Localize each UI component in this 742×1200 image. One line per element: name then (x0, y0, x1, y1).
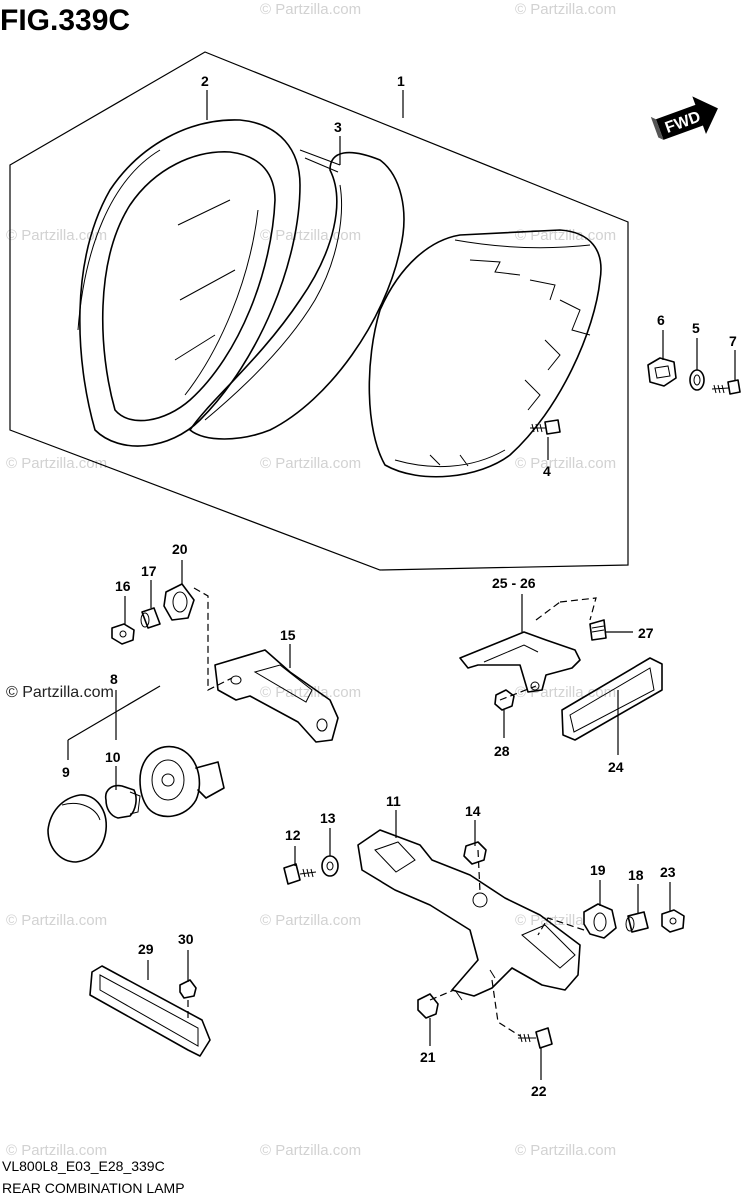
callout-14: 14 (465, 803, 481, 819)
callout-3: 3 (334, 119, 342, 135)
callout-19: 19 (590, 862, 606, 878)
part-6-grommet (647, 357, 677, 387)
watermark: © Partzilla.com (515, 684, 616, 701)
part-30-nut (179, 979, 197, 999)
callout-8: 8 (110, 671, 118, 687)
callout-30: 30 (178, 931, 194, 947)
callout-15: 15 (280, 627, 296, 643)
callout-18: 18 (628, 867, 644, 883)
callout-2: 2 (201, 73, 209, 89)
part-10-bulb (104, 784, 141, 819)
part-18-collar (625, 911, 649, 933)
callout-27: 27 (638, 625, 654, 641)
callout-21: 21 (420, 1049, 436, 1065)
part-9-lens (47, 794, 107, 863)
watermark: © Partzilla.com (6, 912, 107, 929)
callout-labels: 1 2 3 4 5 6 7 8 9 10 11 12 13 14 15 16 1… (62, 73, 737, 1099)
part-24-reflector (561, 657, 663, 741)
part-23-nut (661, 909, 685, 933)
part-12-bolt (283, 863, 317, 885)
part-7-screw (711, 379, 741, 395)
watermark: © Partzilla.com (260, 912, 361, 929)
watermark: © Partzilla.com (6, 1142, 107, 1159)
figure-name: REAR COMBINATION LAMP (2, 1180, 185, 1196)
part-21-cap-nut (417, 993, 439, 1019)
part-28-nut (494, 689, 515, 711)
watermark: © Partzilla.com (260, 1, 361, 18)
callout-24: 24 (608, 759, 624, 775)
part-27-screw (589, 619, 607, 641)
part-17-collar (140, 607, 161, 629)
part-13-washer (321, 855, 339, 877)
figure-code: VL800L8_E03_E28_339C (2, 1158, 165, 1174)
leader-lines (67, 90, 736, 1080)
callout-23: 23 (660, 864, 676, 880)
part-29-reflector (89, 965, 211, 1057)
watermark: © Partzilla.com (515, 1142, 616, 1159)
callout-17: 17 (141, 563, 157, 579)
part-14-nut (463, 841, 487, 865)
watermark: © Partzilla.com (6, 684, 114, 701)
callout-25-26: 25 - 26 (492, 575, 536, 591)
watermarks: © Partzilla.com © Partzilla.com © Partzi… (6, 1, 616, 1159)
part-15-bracket (214, 649, 339, 743)
watermark: © Partzilla.com (515, 455, 616, 472)
part-22-screw (518, 1027, 553, 1049)
callout-7: 7 (729, 333, 737, 349)
callout-20: 20 (172, 541, 188, 557)
part-1-lamp-body (368, 229, 602, 478)
assembly-box (9, 51, 629, 571)
part-4-screw (530, 419, 561, 435)
figure-title: FIG.339C (0, 4, 131, 37)
watermark: © Partzilla.com (6, 227, 107, 244)
callout-4: 4 (543, 463, 551, 479)
fwd-arrow-badge: FWD (650, 96, 718, 140)
callout-12: 12 (285, 827, 301, 843)
callout-13: 13 (320, 810, 336, 826)
part-11-license-bracket (357, 829, 581, 1001)
callout-6: 6 (657, 312, 665, 328)
assembly-lines (187, 587, 597, 1037)
watermark: © Partzilla.com (515, 227, 616, 244)
watermark: © Partzilla.com (260, 455, 361, 472)
part-20-grommet (163, 583, 195, 621)
callout-9: 9 (62, 764, 70, 780)
callout-22: 22 (531, 1083, 547, 1099)
watermark: © Partzilla.com (260, 227, 361, 244)
watermark: © Partzilla.com (515, 1, 616, 18)
callout-11: 11 (386, 793, 401, 809)
part-2-lens-cover (77, 119, 301, 447)
part-25-26-bracket (459, 631, 581, 693)
callout-28: 28 (494, 743, 510, 759)
part-3-gasket (189, 149, 405, 440)
watermark: © Partzilla.com (6, 455, 107, 472)
part-5-washer (689, 369, 705, 391)
part-19-grommet (583, 903, 617, 939)
callout-10: 10 (105, 749, 121, 765)
part-8-socket (139, 745, 225, 818)
callout-29: 29 (138, 941, 154, 957)
callout-16: 16 (115, 578, 131, 594)
callout-1: 1 (397, 73, 405, 89)
callout-5: 5 (692, 320, 700, 336)
part-16-nut (111, 623, 135, 645)
watermark: © Partzilla.com (260, 1142, 361, 1159)
